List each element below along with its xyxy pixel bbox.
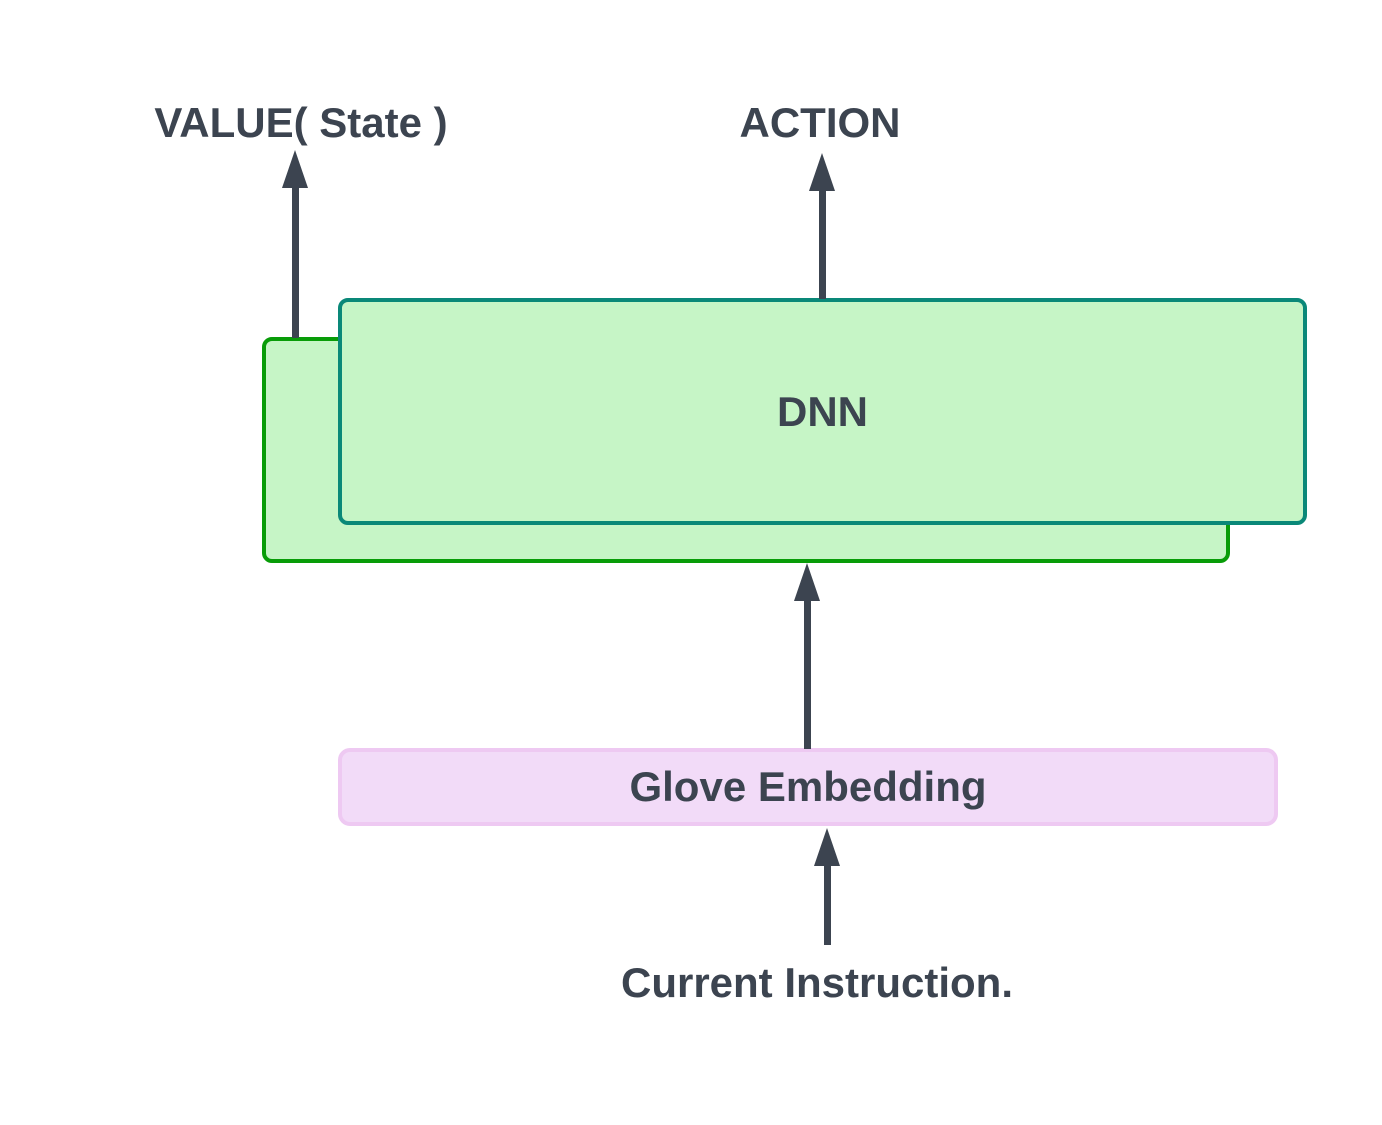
value-arrow [282, 150, 308, 338]
dnn-box-label: DNN [777, 387, 868, 435]
value-state-label: VALUE( State ) [154, 99, 448, 146]
glove-to-dnn-arrow [794, 563, 820, 749]
current-instruction-label: Current Instruction. [620, 959, 1014, 1006]
dnn-box: DNN [338, 298, 1307, 525]
arrow-shaft [291, 187, 299, 338]
glove-embedding-box: Glove Embedding [338, 748, 1278, 826]
glove-box-label: Glove Embedding [629, 763, 987, 810]
instruction-to-glove-arrow [814, 828, 840, 945]
arrow-up-icon [282, 150, 308, 188]
arrow-shaft [818, 190, 826, 299]
arrow-shaft [823, 865, 831, 945]
action-arrow [809, 153, 835, 299]
arrow-shaft [803, 600, 811, 749]
arrow-up-icon [809, 153, 835, 191]
arrow-up-icon [794, 563, 820, 601]
arrow-up-icon [814, 828, 840, 866]
action-label: ACTION [739, 99, 901, 146]
